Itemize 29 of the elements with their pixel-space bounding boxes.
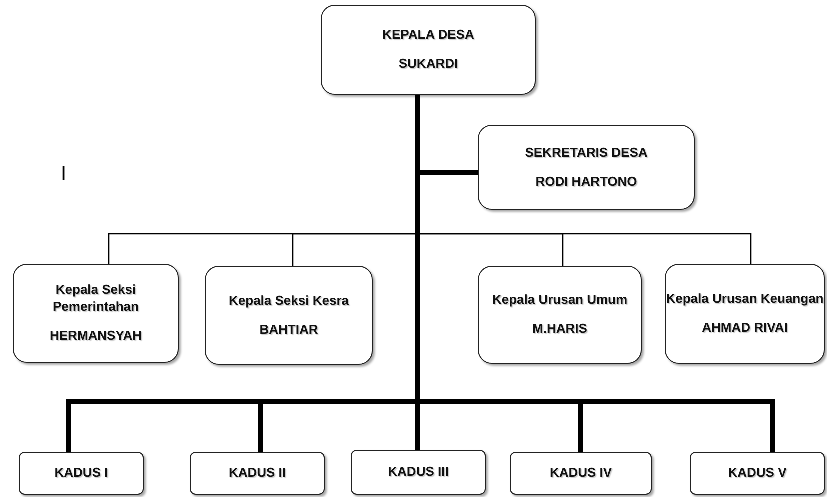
position-title: SEKRETARIS DESA xyxy=(525,144,648,162)
unit-box xyxy=(190,452,325,495)
person-name: RODI HARTONO xyxy=(536,174,638,190)
person-name: BAHTIAR xyxy=(260,322,318,338)
unit-box xyxy=(351,450,486,495)
unit-name: KADUS I xyxy=(54,465,108,482)
unit-name: KADUS V xyxy=(728,465,787,482)
position-title: Kepala Urusan Keuangan xyxy=(666,291,824,308)
person-name: M.HARIS xyxy=(532,321,588,338)
position-box xyxy=(478,266,642,364)
position-box xyxy=(478,125,695,210)
unit-box xyxy=(690,452,825,495)
position-box xyxy=(665,264,825,364)
unit-box xyxy=(510,452,652,495)
position-title: KEPALA DESA xyxy=(382,27,474,44)
unit-name: KADUS II xyxy=(228,465,286,482)
person-name: HERMANSYAH xyxy=(50,328,142,345)
stray-text: I xyxy=(61,163,67,186)
unit-box xyxy=(19,452,144,495)
position-box xyxy=(13,264,179,363)
person-name: AHMAD RIVAI xyxy=(702,320,788,337)
person-name: SUKARDI xyxy=(398,56,458,73)
position-title: Kepala Seksi Kesra xyxy=(229,292,349,310)
position-title: Kepala Seksi Pemerintahan xyxy=(52,282,140,316)
unit-name: KADUS III xyxy=(388,464,449,481)
position-box xyxy=(205,266,373,365)
unit-name: KADUS IV xyxy=(550,465,612,482)
position-title: Kepala Urusan Umum xyxy=(492,292,628,309)
position-box xyxy=(321,5,536,95)
